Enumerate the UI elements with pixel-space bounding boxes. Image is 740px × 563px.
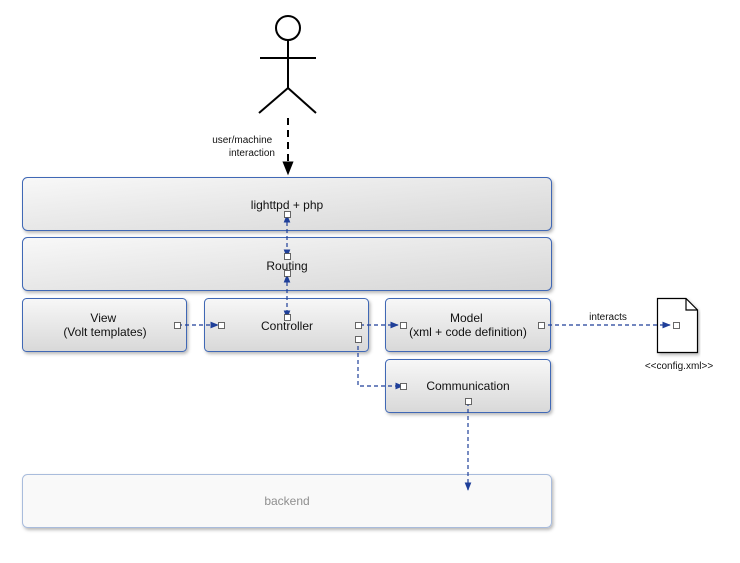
- model-label-line-2: (xml + code definition): [409, 325, 527, 339]
- port: [355, 322, 362, 329]
- backend-box: backend: [22, 474, 552, 528]
- port: [284, 253, 291, 260]
- routing-layer-label: Routing: [266, 259, 307, 273]
- port: [284, 270, 291, 277]
- port: [538, 322, 545, 329]
- backend-label: backend: [264, 494, 309, 508]
- controller-communication-connector: [357, 339, 404, 390]
- port: [673, 322, 680, 329]
- connector-ports: [174, 211, 680, 405]
- port: [174, 322, 181, 329]
- port: [400, 383, 407, 390]
- controller-label: Controller: [261, 319, 313, 333]
- communication-box: Communication: [385, 359, 551, 413]
- view-label-line-2: (Volt templates): [63, 325, 146, 339]
- port: [284, 211, 291, 218]
- interaction-label-line-1: user/machine: [212, 135, 272, 146]
- user-actor-icon: [258, 15, 317, 114]
- model-label-line-1: Model: [450, 311, 483, 325]
- port: [355, 336, 362, 343]
- interacts-label: interacts: [589, 312, 627, 323]
- model-label: Model (xml + code definition): [409, 311, 527, 339]
- interaction-label-line-2: interaction: [229, 148, 275, 159]
- view-box: View (Volt templates): [22, 298, 187, 352]
- communication-label: Communication: [426, 379, 509, 393]
- port: [465, 398, 472, 405]
- config-file-label: <<config.xml>>: [645, 361, 714, 372]
- port: [400, 322, 407, 329]
- web-layer-label: lighttpd + php: [251, 198, 324, 212]
- port: [218, 322, 225, 329]
- model-box: Model (xml + code definition): [385, 298, 551, 352]
- interaction-label: user/machine interaction: [212, 135, 275, 159]
- view-label-line-1: View: [90, 311, 116, 325]
- view-label: View (Volt templates): [63, 311, 146, 339]
- port: [284, 314, 291, 321]
